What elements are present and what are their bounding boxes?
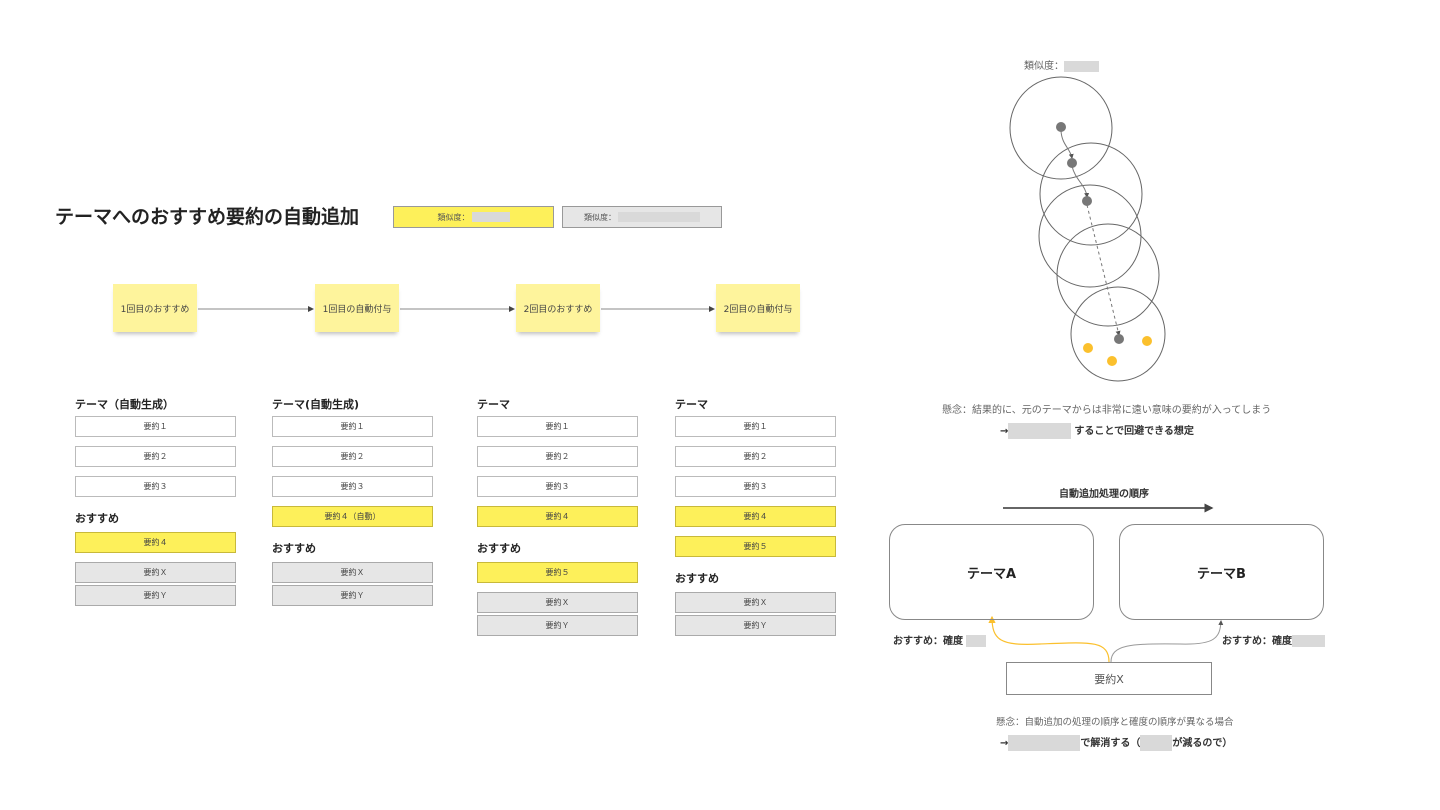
- similarity-caption: 類似度：: [1024, 57, 1099, 72]
- flow-step-3: 2回目のおすすめ: [516, 284, 600, 332]
- rec-a-text: おすすめ：確度: [893, 636, 963, 647]
- summary-card: 要約Ｙ: [272, 585, 433, 606]
- redacted-value: [471, 212, 510, 222]
- point: [1114, 334, 1124, 344]
- flow-step-2: 1回目の自動付与: [315, 284, 399, 332]
- rec-b-text: おすすめ：確度: [1222, 636, 1292, 647]
- arrow: →: [1000, 426, 1009, 437]
- summary-card: 要約５: [675, 536, 836, 557]
- redacted-value: [1008, 423, 1072, 439]
- theme-items: 要約１ 要約２ 要約３: [75, 416, 236, 497]
- legend-label: 類似度：: [584, 212, 616, 222]
- similarity-label: 類似度：: [1024, 61, 1064, 72]
- redacted-value: [1292, 635, 1325, 647]
- concern-1: 懸念：結果的に、元のテーマからは非常に遠い意味の要約が入ってしまう: [942, 405, 1272, 416]
- similarity-circles: [1009, 76, 1166, 382]
- summary-card: 要約３: [75, 476, 236, 497]
- summary-card: 要約２: [477, 446, 638, 467]
- point: [1067, 158, 1077, 168]
- theme-items: 要約１ 要約２ 要約３ 要約４ 要約５: [675, 416, 836, 557]
- summary-card: 要約３: [272, 476, 433, 497]
- redacted-value: [618, 212, 700, 222]
- concern-2: 懸念：自動追加の処理の順序と確度の順序が異なる場合: [996, 717, 1234, 728]
- point: [1082, 196, 1092, 206]
- summary-card: 要約２: [272, 446, 433, 467]
- redacted-value: [1008, 735, 1081, 751]
- redacted-value: [1064, 60, 1099, 72]
- summary-card: 要約４: [675, 506, 836, 527]
- link-to-theme-b: [1110, 620, 1224, 663]
- highlight-point: [1107, 356, 1117, 366]
- summary-card: 要約４: [75, 532, 236, 553]
- column-title: テーマ(自動生成): [272, 398, 360, 411]
- avoid-text: することで回避できる想定: [1074, 426, 1194, 437]
- column-title: テーマ（自動生成）: [75, 398, 174, 411]
- legend-similarity-high: 類似度：: [393, 206, 554, 228]
- summary-card: 要約２: [75, 446, 236, 467]
- point: [1056, 122, 1066, 132]
- summary-card: 要約１: [675, 416, 836, 437]
- page-title: テーマへのおすすめ要約の自動追加: [55, 206, 360, 228]
- summary-card: 要約Ｙ: [75, 585, 236, 606]
- summary-card: 要約４（自動）: [272, 506, 433, 527]
- arrow: →: [1000, 738, 1009, 749]
- summary-card: 要約２: [675, 446, 836, 467]
- column-title: テーマ: [675, 398, 708, 411]
- recommend-label: おすすめ: [477, 542, 521, 555]
- recommend-label: おすすめ: [75, 512, 119, 525]
- summary-x-box: 要約X: [1006, 662, 1212, 695]
- resolve-text: で解消する（: [1080, 738, 1141, 749]
- column-title: テーマ: [477, 398, 510, 411]
- summary-card: 要約Ｘ: [675, 592, 836, 613]
- summary-card: 要約Ｙ: [675, 615, 836, 636]
- resolve-note: → で解消する（ が減るので）: [1000, 734, 1232, 751]
- summary-card: 要約３: [477, 476, 638, 497]
- theme-a-box: テーマA: [889, 524, 1094, 620]
- resolve-text: が減るので）: [1172, 738, 1233, 749]
- summary-card: 要約４: [477, 506, 638, 527]
- summary-card: 要約Ｙ: [477, 615, 638, 636]
- flow-step-1: 1回目のおすすめ: [113, 284, 197, 332]
- summary-card: 要約５: [477, 562, 638, 583]
- legend-similarity-low: 類似度：: [562, 206, 722, 228]
- recommend-label: おすすめ: [272, 542, 316, 555]
- summary-card: 要約１: [272, 416, 433, 437]
- summary-card: 要約Ｘ: [75, 562, 236, 583]
- flow-step-4: 2回目の自動付与: [716, 284, 800, 332]
- redacted-value: [1140, 735, 1173, 751]
- theme-b-box: テーマB: [1119, 524, 1324, 620]
- rec-b-label: おすすめ：確度: [1222, 632, 1325, 647]
- summary-card: 要約１: [75, 416, 236, 437]
- summary-card: 要約１: [477, 416, 638, 437]
- theme-items: 要約１ 要約２ 要約３ 要約４: [477, 416, 638, 527]
- points: [1056, 122, 1152, 366]
- link-to-theme-a: [988, 615, 1110, 663]
- path-arrows: [1060, 130, 1121, 336]
- recommend-label: おすすめ: [675, 572, 719, 585]
- rec-a-label: おすすめ：確度: [893, 632, 986, 647]
- summary-card: 要約Ｘ: [272, 562, 433, 583]
- highlight-point: [1083, 343, 1093, 353]
- redacted-value: [966, 635, 986, 647]
- order-label: 自動追加処理の順序: [1059, 489, 1149, 500]
- avoid-note: → することで回避できる想定: [1000, 422, 1194, 439]
- theme-items: 要約１ 要約２ 要約３ 要約４（自動）: [272, 416, 433, 527]
- summary-card: 要約３: [675, 476, 836, 497]
- summary-card: 要約Ｘ: [477, 592, 638, 613]
- legend-label: 類似度：: [437, 212, 470, 222]
- highlight-point: [1142, 336, 1152, 346]
